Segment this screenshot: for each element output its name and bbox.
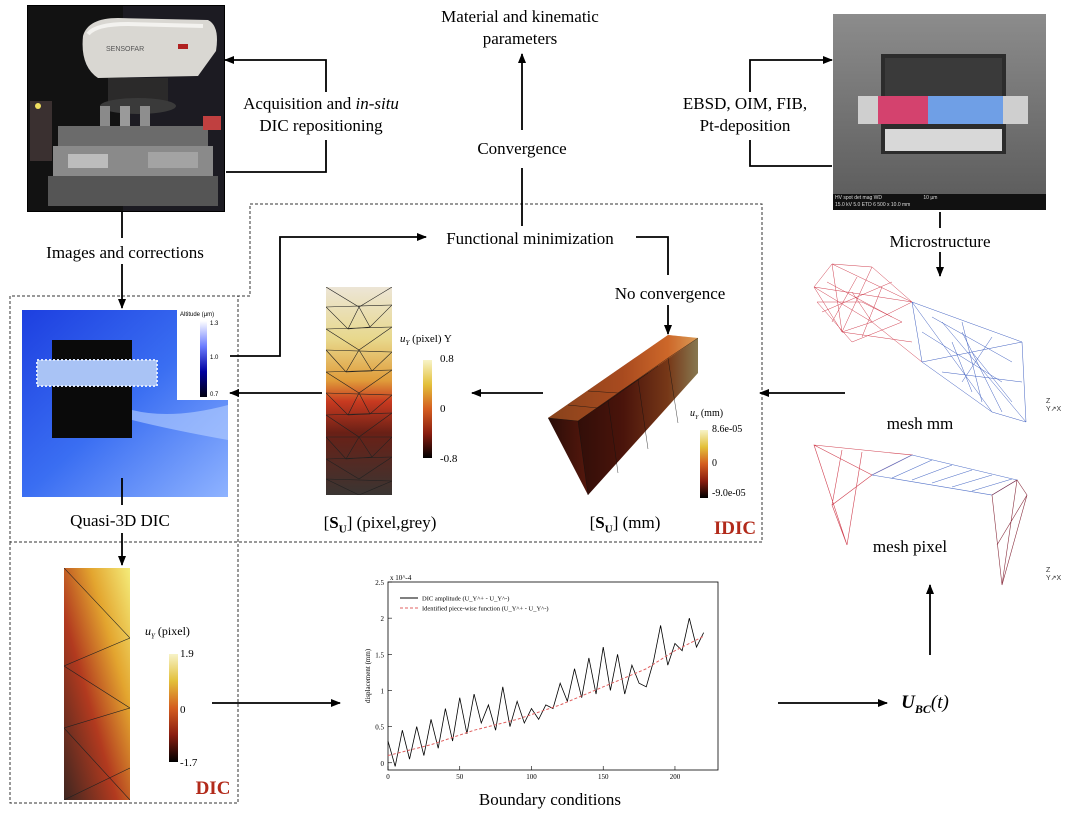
su-pixel-label: [SU] (pixel,grey) [323, 513, 437, 536]
ebsd-label: EBSD, OIM, FIB,Pt-deposition [682, 94, 808, 136]
x-tick-label: 0 [386, 773, 390, 781]
ubc-label: UBC(t) [901, 692, 949, 716]
mm-tick-1: 8.6e-05 [712, 424, 743, 435]
pixel-colorbar-gradient [423, 360, 432, 458]
x-tick-label: 50 [456, 773, 464, 781]
no-convergence-label: No convergence [614, 284, 726, 303]
series-piecewise-fit [387, 635, 704, 757]
altitude-title: Altitude (µm) [180, 312, 215, 318]
y-tick-label: 1 [381, 687, 385, 695]
y-tick-label: 2 [381, 615, 385, 623]
su-mm-label: [SU] (mm) [589, 513, 661, 536]
mesh-pixel-image [812, 435, 1030, 595]
dic-colorbar: uY (pixel) 1.9 0 -1.7 [145, 624, 225, 769]
x-tick-label: 150 [598, 773, 609, 781]
images-corrections-label: Images and corrections [46, 243, 204, 262]
altitude-tick-3: 0.7 [210, 392, 219, 398]
y-tick-label: 0.5 [375, 724, 384, 732]
mesh-pixel-dark [991, 479, 1028, 586]
functional-min-label: Functional minimization [446, 229, 614, 248]
legend-label: Identified piece-wise function (U_Y^+ - … [422, 606, 549, 613]
line-minimization-right [636, 236, 669, 275]
mm-colorbar-gradient [700, 430, 708, 498]
altitude-tick-1: 1.3 [210, 321, 219, 327]
pixel-tick-3: -0.8 [440, 453, 458, 465]
dic-tick-2: 0 [180, 704, 186, 716]
dic-colorbar-gradient [169, 654, 178, 762]
x-tick-label: 200 [670, 773, 681, 781]
pixel-tick-2: 0 [440, 403, 446, 415]
svg-text:SENSOFAR: SENSOFAR [106, 46, 144, 53]
microstructure-label: Microstructure [889, 232, 991, 251]
su-mm-beam [548, 333, 698, 498]
idic-label: IDIC [713, 518, 757, 539]
quasi3d-label: Quasi-3D DIC [70, 511, 170, 530]
mm-colorbar: uY (mm) 8.6e-05 0 -9.0e-05 [690, 408, 760, 499]
legend-label: DIC amplitude (U_Y^+ - U_Y^-) [422, 596, 509, 603]
mesh-mm-label: mesh mm [886, 414, 954, 433]
su-pixel-field [326, 287, 392, 495]
line-acquisition-bottom [226, 140, 327, 173]
altitude-colorbar-gradient [200, 321, 207, 397]
line-ebsd-bottom [749, 140, 832, 167]
dic-colorbar-title: uY (pixel) [145, 624, 190, 641]
sem-bar-text: HV [835, 195, 842, 201]
arrow-to-minimization [230, 233, 427, 357]
microscope-photo: SENSOFAR [27, 5, 225, 212]
mesh-mm-image [812, 262, 1030, 430]
dic-tick-1: 1.9 [180, 648, 194, 660]
dic-label: DIC [195, 778, 231, 799]
acquisition-label: Acquisition and in-situ DIC repositionin… [243, 94, 399, 136]
dic-tick-3: -1.7 [180, 757, 198, 769]
x-tick-label: 100 [526, 773, 537, 781]
y-exponent: x 10^-4 [390, 574, 412, 582]
altitude-tick-2: 1.0 [210, 355, 219, 361]
pixel-tick-1: 0.8 [440, 353, 454, 365]
y-axis-label: displacement (mm) [364, 648, 372, 703]
boundary-conditions-label: Boundary conditions [478, 790, 622, 809]
boundary-chart-svg: 0 0.5 1 1.5 2 2.5 0 50 100 150 200 x 10^-4 displacem… [364, 574, 719, 781]
mesh-pixel-label: mesh pixel [872, 537, 948, 556]
dic-mesh [64, 568, 130, 800]
dic-field [64, 568, 130, 800]
mm-colorbar-title: uY (mm) [690, 408, 724, 421]
arrow-acquisition [224, 56, 327, 92]
su-pixel-mesh [326, 287, 392, 495]
series-dic-amplitude [387, 618, 705, 767]
pixel-colorbar-title: uY (pixel) Y [400, 333, 452, 348]
y-tick-label: 1.5 [375, 651, 384, 659]
sem-image: HV spot det mag WD 10 µm 15.0 kV 5.0 ETD… [833, 14, 1046, 210]
chart-frame [387, 581, 719, 771]
pixel-colorbar: uY (pixel) Y 0.8 0 -0.8 [400, 333, 480, 473]
dic-region-border [9, 296, 239, 804]
altitude-colorbar: Altitude (µm) 1.3 1.0 0.7 [180, 312, 226, 398]
y-tick-label: 2.5 [375, 579, 384, 587]
mesh-pixel-red [813, 444, 914, 546]
mesh-mm-blue [911, 301, 1027, 423]
boundary-chart: 0 0.5 1 1.5 2 2.5 0 50 100 150 200 x 10^-4 displacem… [360, 572, 730, 790]
convergence-label: Convergence [477, 139, 567, 158]
altitude-map: Altitude (µm) 1.3 1.0 0.7 [22, 310, 228, 497]
mm-tick-2: 0 [712, 458, 717, 469]
mm-tick-3: -9.0e-05 [712, 488, 746, 499]
y-tick-label: 0 [381, 760, 385, 768]
arrow-ebsd [749, 56, 833, 92]
material-params-label: Material and kinematic parameters [441, 7, 599, 49]
